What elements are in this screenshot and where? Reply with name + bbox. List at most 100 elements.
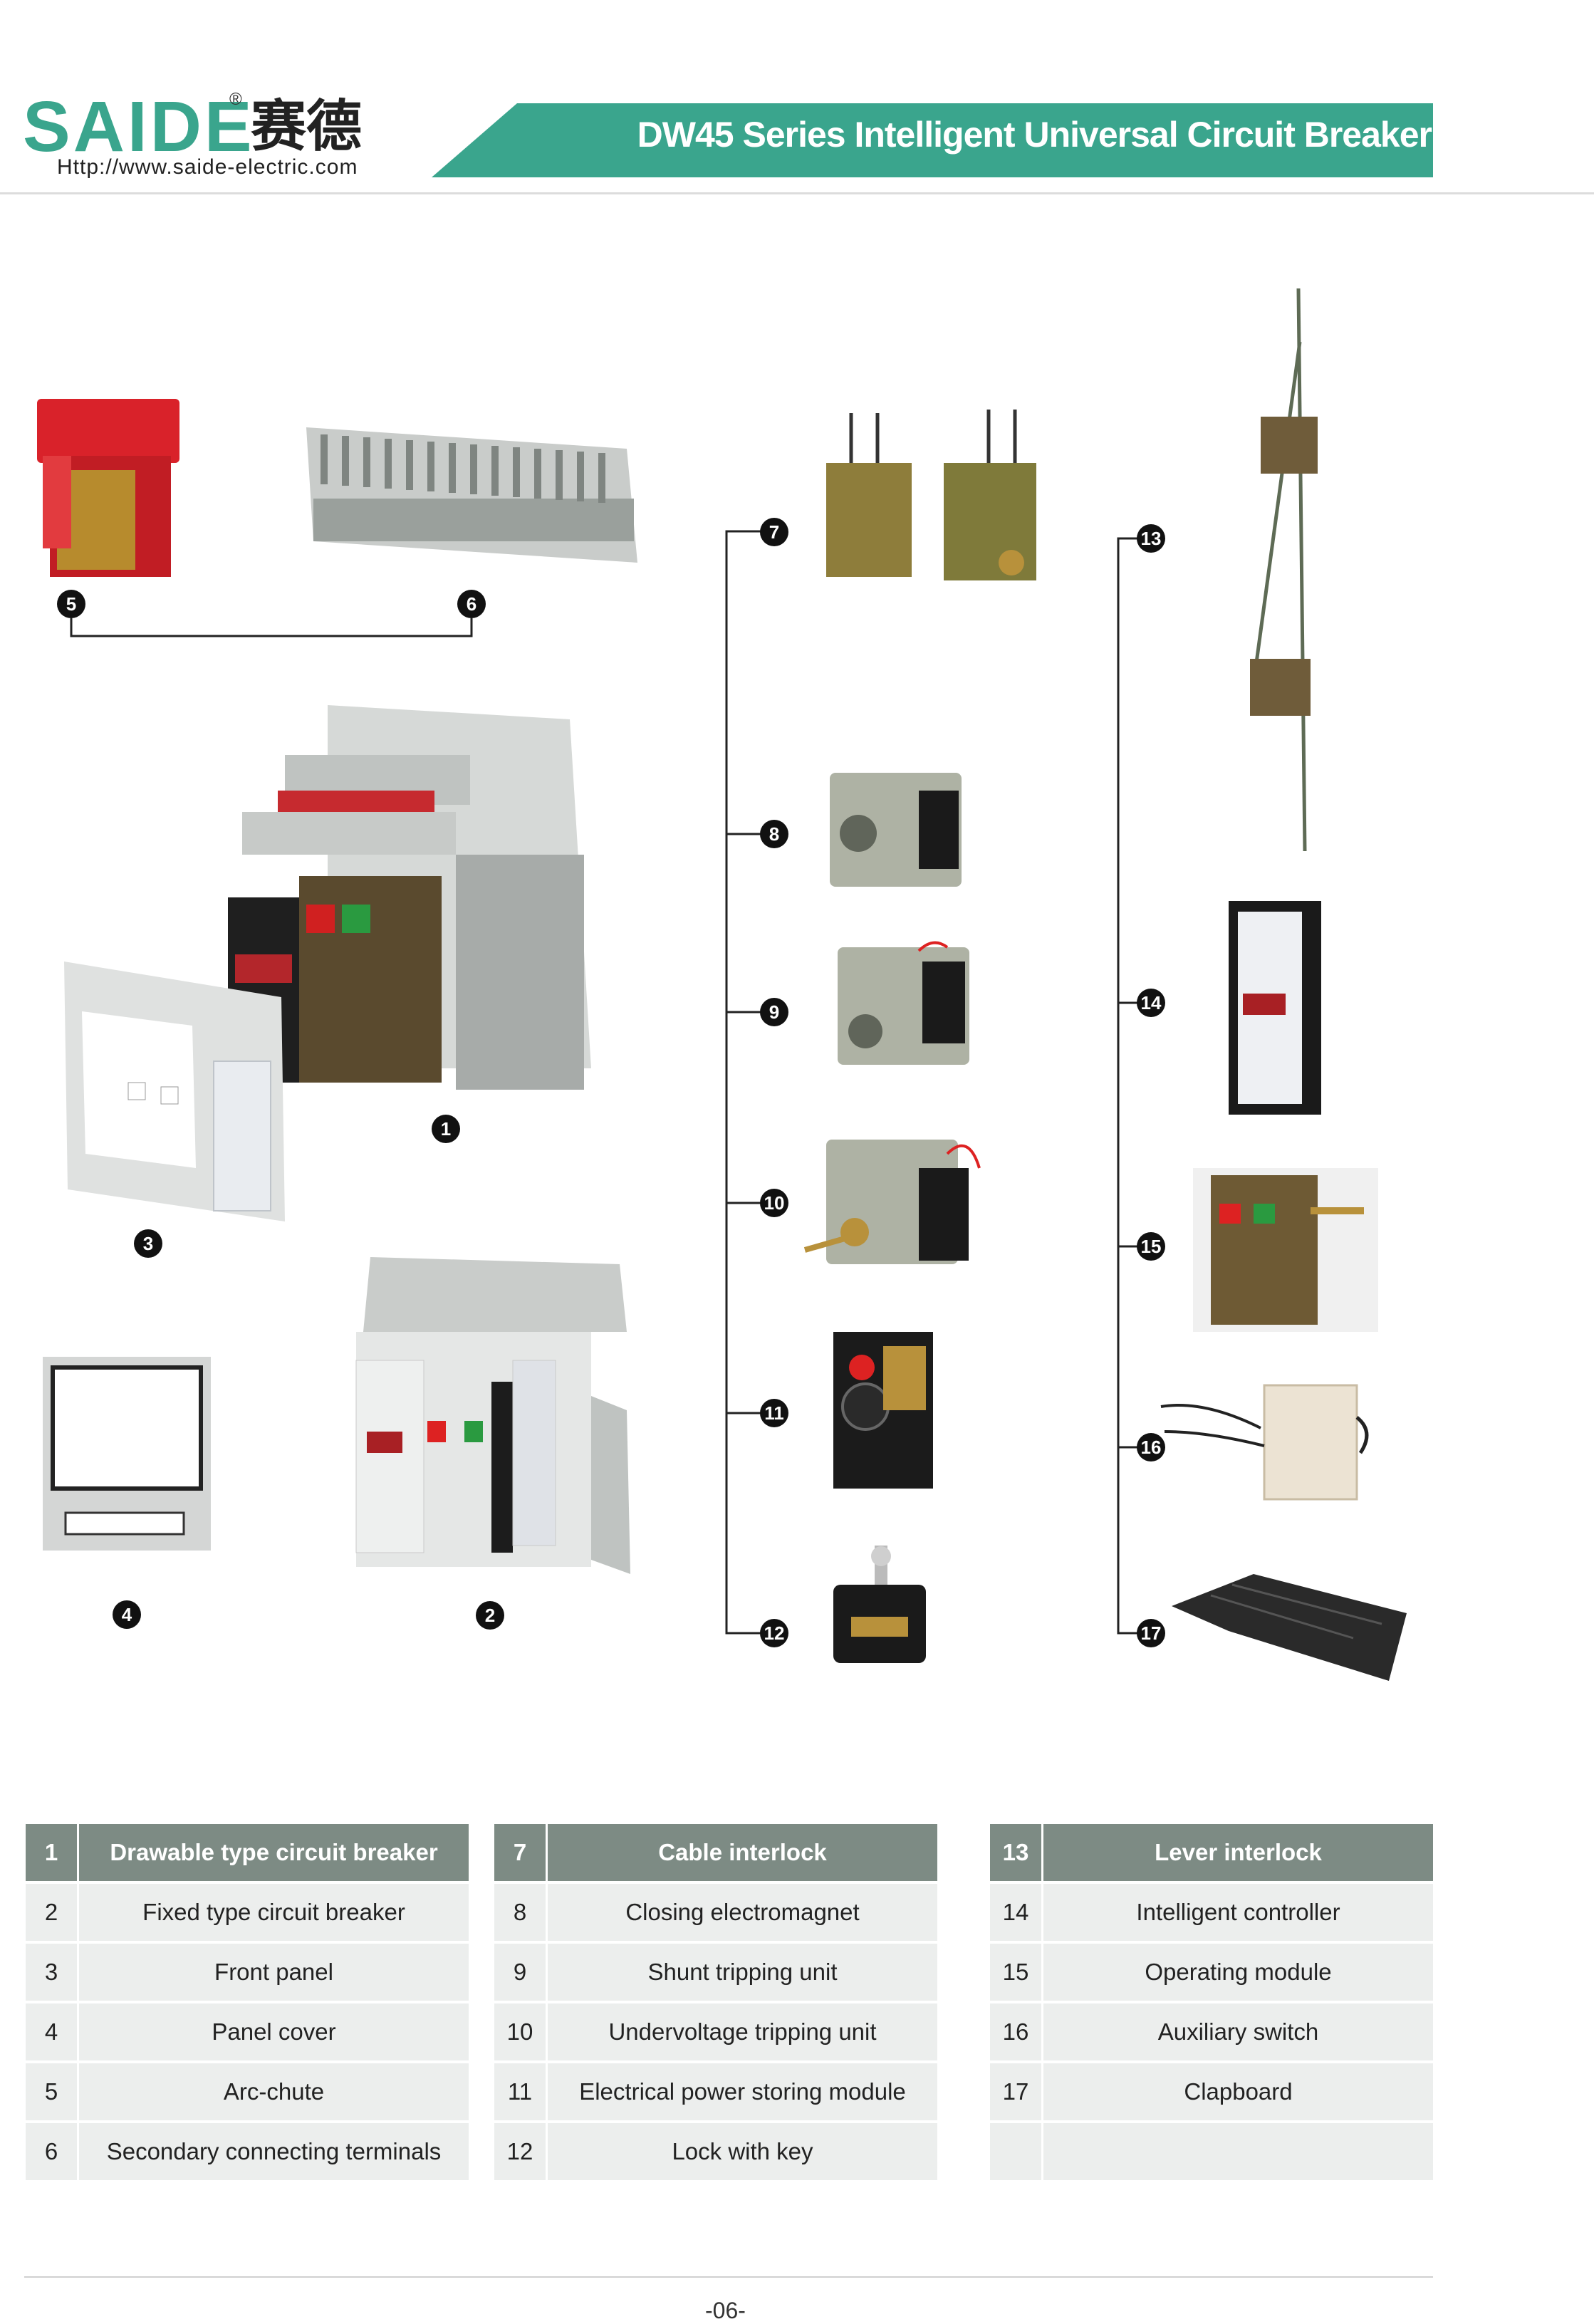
cable-interlock-image <box>826 410 1036 580</box>
part-label: Clapboard <box>1184 2078 1293 2105</box>
part-number: 3 <box>26 1944 79 2001</box>
part-number: 9 <box>494 1944 548 2001</box>
title-banner <box>432 103 1433 177</box>
arc-chute-image <box>37 399 179 577</box>
brand-logo-chinese: 赛德 <box>251 95 363 157</box>
footer-divider <box>24 2276 1433 2278</box>
part-number: 12 <box>494 2123 548 2180</box>
power-storing-module-image <box>833 1332 933 1489</box>
parts-legend-table-1: 1 Drawable type circuit breaker 2 Fixed … <box>26 1824 469 2180</box>
part-number: 6 <box>26 2123 79 2180</box>
table-row: 2 Fixed type circuit breaker <box>26 1884 469 1941</box>
badge-3: 3 <box>134 1229 162 1258</box>
part-number: 5 <box>26 2063 79 2120</box>
badge-15: 15 <box>1137 1232 1165 1261</box>
part-label: Drawable type circuit breaker <box>110 1839 438 1865</box>
badge-16: 16 <box>1137 1433 1165 1461</box>
part-number: 8 <box>494 1884 548 1941</box>
part-number: 14 <box>990 1884 1043 1941</box>
table-header-row: 13 Lever interlock <box>990 1824 1433 1881</box>
table-header-row: 1 Drawable type circuit breaker <box>26 1824 469 1881</box>
parts-legend-table-2: 7 Cable interlock 8 Closing electromagne… <box>494 1824 937 2180</box>
part-number: 4 <box>26 2003 79 2060</box>
badge-1: 1 <box>432 1115 460 1143</box>
table-row: 6 Secondary connecting terminals <box>26 2123 469 2180</box>
part-label: Auxiliary switch <box>1157 2018 1319 2045</box>
part-label: Closing electromagnet <box>625 1899 860 1925</box>
table-row: 9 Shunt tripping unit <box>494 1944 937 2001</box>
part-label: Arc-chute <box>223 2078 325 2105</box>
part-number <box>990 2123 1043 2180</box>
table-row <box>990 2123 1433 2180</box>
part-number: 15 <box>990 1944 1043 2001</box>
part-label: Secondary connecting terminals <box>106 2138 442 2164</box>
website-url: Http://www.saide-electric.com <box>57 155 358 179</box>
part-label: Intelligent controller <box>1136 1899 1340 1925</box>
part-number: 11 <box>494 2063 548 2120</box>
badge-2: 2 <box>476 1601 504 1630</box>
panel-cover-image <box>43 1357 211 1551</box>
badge-5: 5 <box>57 590 85 618</box>
table-row: 12 Lock with key <box>494 2123 937 2180</box>
badge-14: 14 <box>1137 989 1165 1017</box>
table-row: 17 Clapboard <box>990 2063 1433 2120</box>
part-number: 1 <box>26 1824 79 1881</box>
shunt-tripping-unit-image <box>838 941 969 1065</box>
lever-interlock-image <box>1250 288 1318 852</box>
badge-9: 9 <box>760 998 788 1026</box>
part-number: 17 <box>990 2063 1043 2120</box>
parts-legend-table-3: 13 Lever interlock 14 Intelligent contro… <box>990 1824 1433 2180</box>
brand-logo-text: SAIDE <box>23 87 255 167</box>
part-label: Lock with key <box>672 2138 813 2164</box>
table-row: 8 Closing electromagnet <box>494 1884 937 1941</box>
page-number: -06- <box>705 2298 746 2323</box>
intelligent-controller-image <box>1229 901 1321 1115</box>
part-number: 16 <box>990 2003 1043 2060</box>
front-panel-image <box>64 962 285 1221</box>
clapboard-image <box>1172 1574 1407 1681</box>
part-label: Cable interlock <box>658 1839 827 1865</box>
part-label: Undervoltage tripping unit <box>608 2018 877 2045</box>
table-header-row: 7 Cable interlock <box>494 1824 937 1881</box>
badge-11: 11 <box>760 1399 788 1427</box>
auxiliary-switch-image <box>1160 1384 1369 1501</box>
badge-8: 8 <box>760 820 788 848</box>
drawable-breaker-image <box>228 705 591 1090</box>
badge-17: 17 <box>1137 1619 1165 1647</box>
part-number: 7 <box>494 1824 548 1881</box>
table-row: 3 Front panel <box>26 1944 469 2001</box>
badge-12: 12 <box>760 1619 788 1647</box>
part-label: Front panel <box>214 1959 333 1985</box>
part-label: Operating module <box>1145 1959 1332 1985</box>
secondary-terminals-image <box>306 427 637 563</box>
registered-mark: ® <box>229 90 242 109</box>
badge-10: 10 <box>760 1189 788 1217</box>
lock-with-key-image <box>833 1546 926 1663</box>
table-row: 11 Electrical power storing module <box>494 2063 937 2120</box>
part-label: Lever interlock <box>1155 1839 1322 1865</box>
badge-4: 4 <box>113 1600 141 1629</box>
badge-6: 6 <box>457 590 486 618</box>
part-label: Panel cover <box>212 2018 336 2045</box>
part-label: Fixed type circuit breaker <box>142 1899 405 1925</box>
part-number: 2 <box>26 1884 79 1941</box>
badge-13: 13 <box>1137 524 1165 553</box>
table-row: 14 Intelligent controller <box>990 1884 1433 1941</box>
table-row: 16 Auxiliary switch <box>990 2003 1433 2060</box>
undervoltage-unit-image <box>803 1140 981 1264</box>
operating-module-image <box>1193 1168 1378 1332</box>
part-number: 10 <box>494 2003 548 2060</box>
part-number: 13 <box>990 1824 1043 1881</box>
part-label: Shunt tripping unit <box>647 1959 838 1985</box>
header-divider <box>0 192 1594 194</box>
table-row: 15 Operating module <box>990 1944 1433 2001</box>
part-label <box>1043 2123 1433 2180</box>
fixed-breaker-image <box>355 1257 630 1574</box>
closing-electromagnet-image <box>830 773 962 887</box>
table-row: 5 Arc-chute <box>26 2063 469 2120</box>
badge-7: 7 <box>760 518 788 546</box>
table-row: 10 Undervoltage tripping unit <box>494 2003 937 2060</box>
part-label: Electrical power storing module <box>579 2078 906 2105</box>
page-title: DW45 Series Intelligent Universal Circui… <box>637 115 1432 155</box>
